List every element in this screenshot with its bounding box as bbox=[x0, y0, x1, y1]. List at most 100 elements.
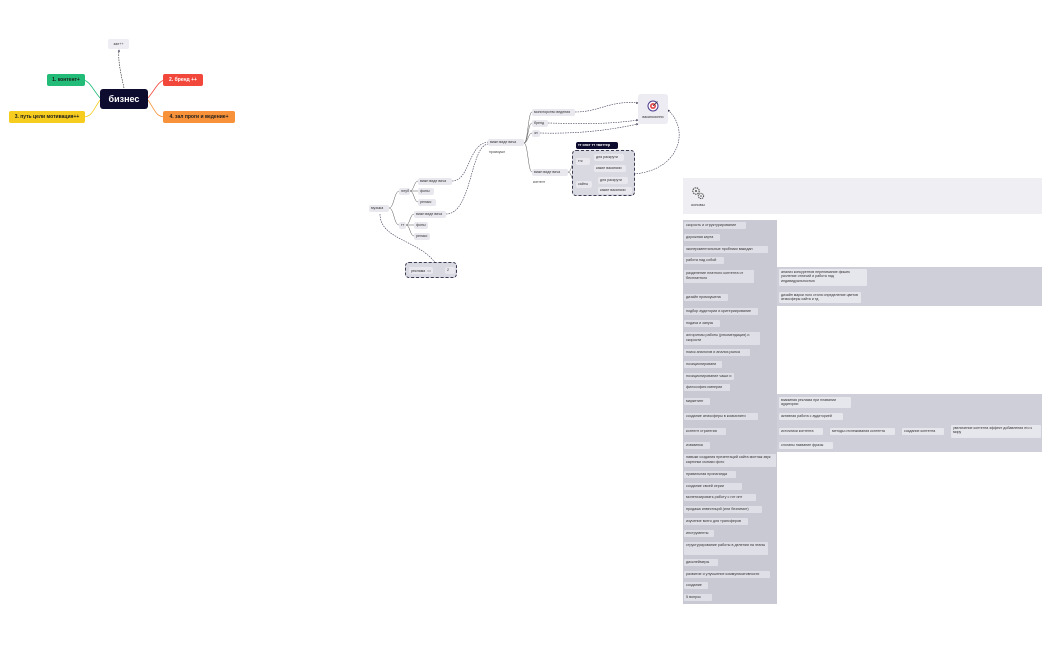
comment-icon: ▭ bbox=[427, 268, 431, 273]
list-item[interactable]: монетизировать работу с гит инт bbox=[684, 494, 756, 501]
right-item-4[interactable]: вижн виде вича bbox=[532, 169, 568, 176]
goal-node[interactable]: вакансионно bbox=[638, 94, 668, 124]
middle-caption: промоушн bbox=[489, 150, 506, 154]
group-item-tgk[interactable]: тгк bbox=[576, 158, 590, 165]
sites-sub-1[interactable]: для раскрути bbox=[598, 177, 628, 184]
list-item[interactable]: создание bbox=[684, 582, 708, 589]
list-item[interactable]: правильная пропаганда bbox=[684, 471, 736, 478]
mindmap-branch-3[interactable]: 3. путь цели мотивация++ bbox=[9, 111, 85, 123]
mindmap-branch-4[interactable]: 4. зал проги и ведение+ bbox=[163, 111, 235, 123]
mindmap-branch-1[interactable]: 1. контент+ bbox=[47, 74, 85, 86]
right-item-3[interactable]: зп bbox=[532, 130, 540, 137]
list-item[interactable]: философия империи bbox=[684, 384, 730, 391]
list-item[interactable]: инструменты bbox=[684, 530, 714, 537]
list-item[interactable]: продажа инвестиций (или безлимит) bbox=[684, 506, 762, 513]
right-item-1[interactable]: мониторство ведения bbox=[532, 109, 575, 116]
right-item-2-label: бренд bbox=[534, 121, 545, 125]
tgk-sub-2[interactable]: какие вакансии bbox=[594, 165, 626, 172]
list-item[interactable]: изюминка bbox=[684, 442, 710, 449]
list-item[interactable]: позиционирование чаши и их bbox=[684, 373, 734, 380]
music-root[interactable]: музыка bbox=[369, 205, 389, 212]
group-youtube-label: ютуб bbox=[401, 189, 410, 193]
panel-header: основы bbox=[683, 178, 1042, 214]
tgk-sub-1-label: для раскрути bbox=[596, 155, 618, 159]
list-item[interactable]: алгоритмы работы (рекомендация) и скорос… bbox=[684, 332, 760, 345]
note-kontent-4[interactable]: увеличение контента эффект добавления ег… bbox=[951, 425, 1041, 438]
note-dizain[interactable]: дизайн марки лого стиля определение цвет… bbox=[779, 292, 861, 303]
note-kontent-2[interactable]: методы отслеживания контента bbox=[830, 428, 895, 435]
tt-item-1-label: вижн виде вича bbox=[416, 212, 443, 216]
note-razdelenie[interactable]: анализ конкурентов перенимание фишек уси… bbox=[779, 269, 867, 286]
list-item[interactable]: маркетинг bbox=[684, 398, 710, 405]
list-item[interactable]: 5 вопрос bbox=[684, 594, 712, 601]
group-tt-label: тт bbox=[401, 223, 405, 227]
tt-item-1[interactable]: вижн виде вича bbox=[414, 211, 446, 218]
mindmap-root-node[interactable]: бизнес bbox=[100, 89, 148, 109]
list-item[interactable]: дорожная карта bbox=[684, 234, 720, 241]
list-item[interactable]: дисклеймеры bbox=[684, 559, 718, 566]
list-item[interactable]: изучение всего для трансферов bbox=[684, 518, 748, 525]
tgk-sub-2-label: какие вакансии bbox=[596, 166, 622, 170]
note-marketing-2[interactable]: активная работа с аудиторией bbox=[779, 413, 843, 420]
gears-icon bbox=[692, 186, 705, 199]
list-item[interactable]: дизайн промоушена bbox=[684, 294, 728, 301]
list-item[interactable]: работа над собой bbox=[684, 257, 724, 264]
branch-4-label: 4. зал проги и ведение+ bbox=[169, 114, 229, 120]
mindmap-branch-2[interactable]: 2. бренд ++ bbox=[163, 74, 203, 86]
list-item[interactable]: развитие и улучшение коммуникативности bbox=[684, 571, 770, 578]
right-caption: контент bbox=[533, 180, 546, 184]
list-item[interactable]: экспериментальные пробники вакидан bbox=[684, 246, 768, 253]
right-item-1-label: мониторство ведения bbox=[534, 110, 571, 114]
tt-item-3-label: релакс bbox=[416, 234, 428, 238]
mindmap-top-label: зал++ bbox=[113, 42, 124, 46]
list-item[interactable]: контент стратегия bbox=[684, 428, 726, 435]
goal-label: вакансионно bbox=[642, 114, 664, 119]
ad-count: 2 bbox=[447, 268, 449, 272]
tt-item-2[interactable]: фоны bbox=[414, 222, 428, 229]
list-item[interactable]: скорость и структурирование bbox=[684, 222, 746, 229]
group-title-label: тт инст тт твиттер bbox=[578, 143, 611, 147]
note-izyuminka[interactable]: слоганы название фразы bbox=[779, 442, 833, 449]
target-icon bbox=[647, 100, 659, 111]
right-item-4-label: вижн виде вича bbox=[534, 170, 561, 174]
youtube-item-3[interactable]: релакс bbox=[418, 199, 436, 206]
group-tt[interactable]: тт bbox=[399, 222, 406, 229]
list-item[interactable]: подбор аудитории и критериирование bbox=[684, 308, 758, 315]
ad-count-badge[interactable]: 2 bbox=[445, 267, 455, 274]
sites-sub-2[interactable]: какие вакансии bbox=[598, 187, 632, 194]
note-kontent-1[interactable]: источники контента bbox=[779, 428, 823, 435]
list-item[interactable]: создание атмосферы в комьюнити bbox=[684, 413, 758, 420]
tt-item-3[interactable]: релакс bbox=[414, 233, 430, 240]
tgk-sub-1[interactable]: для раскрути bbox=[594, 154, 624, 161]
right-item-2[interactable]: бренд bbox=[532, 120, 548, 127]
sites-sub-1-label: для раскрути bbox=[600, 178, 622, 182]
youtube-item-2[interactable]: фоны bbox=[418, 188, 434, 195]
panel-title: основы bbox=[691, 201, 705, 207]
list-item[interactable]: навыки создания презентаций сайта монтаж… bbox=[684, 454, 776, 467]
ad-node[interactable]: реклама▭ bbox=[409, 267, 433, 274]
panel-left-column bbox=[683, 220, 777, 604]
ad-group[interactable]: реклама▭ 2 bbox=[405, 262, 457, 278]
group-item-sites[interactable]: сайты bbox=[576, 181, 592, 188]
list-item[interactable]: подача и запуск bbox=[684, 320, 720, 327]
mindmap-root-label: бизнес bbox=[108, 94, 140, 104]
note-kontent-3[interactable]: создание контента bbox=[902, 428, 944, 435]
list-item[interactable]: структурирование работы в деления на эта… bbox=[684, 542, 768, 555]
branch-2-label: 2. бренд ++ bbox=[169, 77, 197, 83]
list-item[interactable]: поиск аналогов и анализ рынка bbox=[684, 349, 750, 356]
middle-label: вижн виде вича bbox=[490, 140, 517, 144]
group-item-sites-label: сайты bbox=[578, 182, 589, 186]
list-item[interactable]: создание своей серии продукции bbox=[684, 483, 742, 490]
mindmap-top-node[interactable]: зал++ bbox=[108, 39, 129, 49]
list-item[interactable]: позиционировани bbox=[684, 361, 722, 368]
note-marketing[interactable]: взаимная реклама при плавании аудитории bbox=[779, 397, 851, 408]
youtube-item-2-label: фоны bbox=[420, 189, 430, 193]
social-group[interactable]: тгк для раскрути какие вакансии сайты дл… bbox=[572, 150, 635, 196]
list-item[interactable]: разделение платного контента от бесплатн… bbox=[684, 270, 754, 283]
ad-label: реклама bbox=[411, 269, 426, 273]
group-title[interactable]: тт инст тт твиттер bbox=[576, 142, 618, 149]
group-youtube[interactable]: ютуб bbox=[399, 188, 410, 195]
youtube-item-1[interactable]: вижн виде вича bbox=[418, 178, 452, 185]
sites-sub-2-label: какие вакансии bbox=[600, 188, 626, 192]
middle-node[interactable]: вижн виде вича bbox=[488, 139, 524, 146]
